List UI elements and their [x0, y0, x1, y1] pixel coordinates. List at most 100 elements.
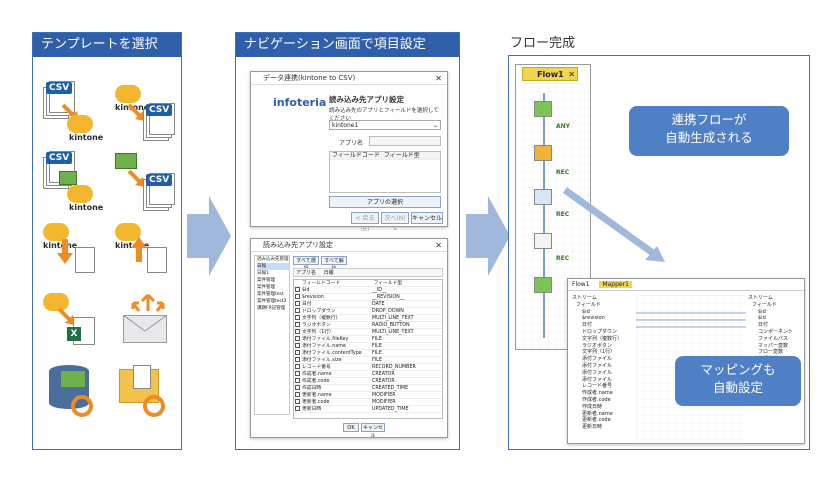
database-sync-icon[interactable]: [41, 363, 101, 423]
checkbox-icon[interactable]: [295, 350, 300, 355]
cancel-button[interactable]: キャンセル: [411, 212, 443, 224]
kintone-upload-icon[interactable]: kintone: [113, 221, 173, 281]
tree-item[interactable]: 日報: [257, 263, 289, 270]
checkbox-icon[interactable]: [295, 406, 300, 411]
tab-flow1[interactable]: Flow1: [572, 281, 590, 288]
checkbox-icon[interactable]: [295, 364, 300, 369]
app-name-field[interactable]: [369, 136, 441, 146]
checkbox-icon[interactable]: [295, 378, 300, 383]
kintone-to-csv-icon[interactable]: kintone CSV: [113, 81, 175, 141]
tab-mapper1[interactable]: Mapper1: [599, 281, 632, 288]
tree-node[interactable]: 作成日時: [582, 403, 603, 410]
tree-node[interactable]: ドロップダウン: [582, 328, 618, 335]
select-app-button[interactable]: アプリの選択: [329, 196, 441, 208]
checkbox-icon[interactable]: [295, 371, 300, 376]
tree-node[interactable]: 文字列（1行）: [582, 349, 616, 356]
ok-button[interactable]: OK: [343, 423, 359, 432]
kintone-download-icon[interactable]: kintone: [41, 221, 101, 281]
tree-node[interactable]: 添付ファイル: [582, 369, 613, 376]
tree-node[interactable]: $id: [758, 315, 766, 322]
table-row[interactable]: 文字列（1行）MULTI_LINE_TEXT: [294, 329, 442, 336]
table-row[interactable]: $id__ID__: [294, 287, 442, 294]
close-icon[interactable]: ✕: [435, 74, 442, 83]
tree-item[interactable]: 案件管理: [257, 285, 275, 290]
tree-item[interactable]: 読み込み先管理: [257, 257, 289, 262]
tree-item[interactable]: 日報1: [257, 271, 269, 276]
csv-node-icon[interactable]: [534, 233, 552, 249]
tree-node[interactable]: $revision: [582, 315, 605, 322]
checkbox-icon[interactable]: [295, 322, 300, 327]
checkbox-icon[interactable]: [295, 336, 300, 341]
tree-node[interactable]: 添付ファイル: [582, 356, 613, 363]
tree-node[interactable]: $id: [582, 308, 590, 315]
checkbox-icon[interactable]: [295, 308, 300, 313]
kintone-node-icon[interactable]: [534, 145, 552, 161]
mail-icon[interactable]: [113, 291, 173, 351]
tree-node[interactable]: $id: [758, 308, 766, 315]
tree-node[interactable]: コンポーネント: [758, 328, 794, 335]
tree-node[interactable]: ラジオボタン: [582, 342, 612, 349]
tree-node[interactable]: 作成者.code: [582, 396, 611, 403]
checkbox-icon[interactable]: [295, 392, 300, 397]
folder-sync-icon[interactable]: [113, 363, 173, 423]
select-all-button[interactable]: すべて選択: [293, 256, 319, 272]
tree-item[interactable]: 課題FR記管理: [257, 306, 286, 311]
tree-node[interactable]: レコード番号: [582, 383, 613, 390]
next-button[interactable]: 次へ(N) >: [381, 212, 409, 233]
tree-node[interactable]: ストリーム: [572, 295, 597, 301]
tree-node[interactable]: 更新者.name: [582, 410, 613, 417]
checkbox-icon[interactable]: [295, 385, 300, 390]
tree-node[interactable]: 日付: [582, 322, 593, 329]
tree-node[interactable]: 作成者.name: [582, 390, 613, 397]
table-row[interactable]: $revision__REVISION__: [294, 294, 442, 301]
tree-node[interactable]: フィールド: [576, 301, 601, 308]
tree-node[interactable]: 更新日時: [582, 424, 603, 431]
csv-kintone-sync-icon[interactable]: CSV kintone: [41, 151, 103, 212]
checkbox-icon[interactable]: [295, 399, 300, 404]
tree-item[interactable]: 案件管理test: [257, 292, 284, 297]
flow-tab[interactable]: Flow1 ✕: [522, 67, 578, 81]
close-icon[interactable]: ✕: [435, 241, 442, 250]
tree-node[interactable]: 更新者.code: [582, 417, 611, 424]
table-row[interactable]: 文字列（複数行）MULTI_LINE_TEXT: [294, 315, 442, 322]
checkbox-icon[interactable]: [295, 294, 300, 299]
close-icon[interactable]: ✕: [568, 70, 575, 79]
table-to-csv-icon[interactable]: CSV: [113, 151, 175, 211]
back-button[interactable]: < 戻る(B): [351, 212, 379, 233]
end-node-icon[interactable]: [534, 277, 552, 293]
checkbox-icon[interactable]: [295, 301, 300, 306]
checkbox-icon[interactable]: [295, 287, 300, 292]
tree-node[interactable]: ファイルパス: [758, 335, 789, 342]
checkbox-icon[interactable]: [295, 343, 300, 348]
tree-node[interactable]: 添付ファイル: [582, 376, 613, 383]
mapper-node-icon[interactable]: [534, 189, 552, 205]
checkbox-icon[interactable]: [295, 315, 300, 320]
csv-to-kintone-icon[interactable]: CSV kintone: [41, 81, 103, 142]
tree-node[interactable]: 日付: [758, 322, 769, 329]
tree-item[interactable]: 案件管理test2: [257, 299, 287, 304]
cancel-button[interactable]: キャンセル: [361, 423, 385, 439]
app-select[interactable]: kintone1 ⌄: [329, 120, 441, 130]
tree-item[interactable]: 案件管理: [257, 278, 275, 283]
clear-all-button[interactable]: すべて解除: [321, 256, 347, 272]
tree-node[interactable]: 添付ファイル: [582, 362, 613, 369]
tree-node[interactable]: フィールド: [752, 301, 777, 308]
start-node-icon[interactable]: [534, 101, 552, 117]
kintone-to-excel-icon[interactable]: X: [41, 291, 101, 351]
checkbox-icon[interactable]: [295, 357, 300, 362]
tree-node[interactable]: フロー変数: [758, 349, 784, 356]
tree-node[interactable]: ストリーム: [748, 295, 773, 301]
